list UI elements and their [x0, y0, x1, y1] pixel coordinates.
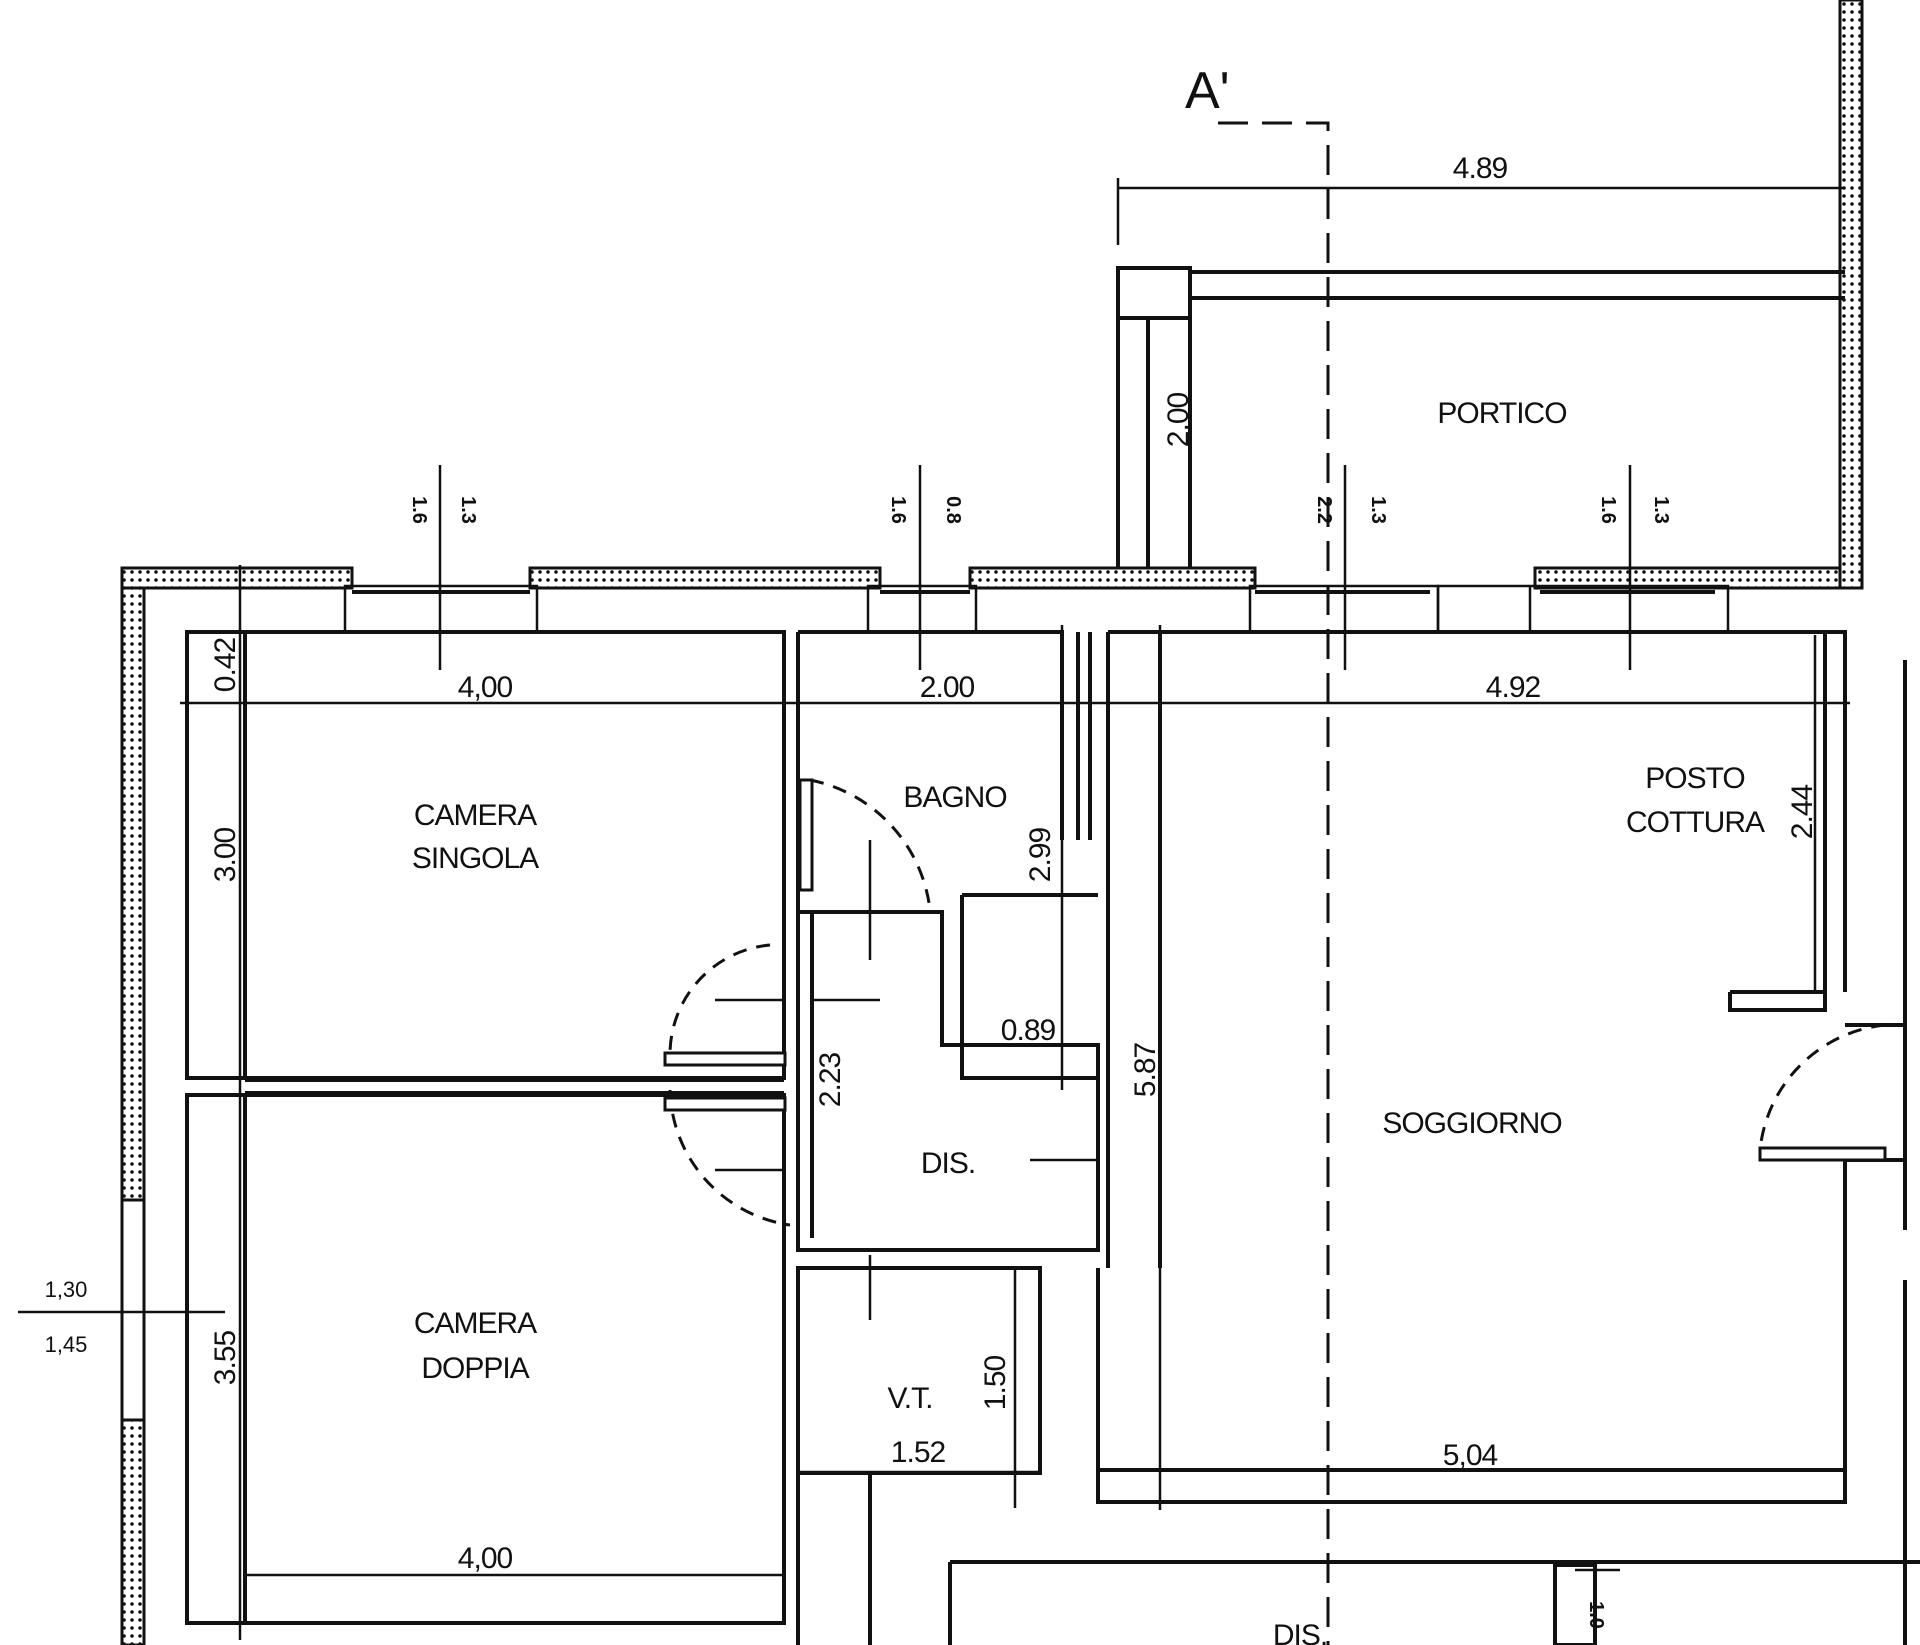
dim-dis-depth: 2.23: [814, 1052, 847, 1107]
dim-portico-width: 4.89: [1453, 152, 1508, 185]
labels: A' PORTICO CAMERA SINGOLA BAGNO POSTO CO…: [45, 62, 1819, 1645]
window-tag-2b: 0.8: [942, 496, 964, 524]
room-dis-center: DIS.: [921, 1147, 975, 1180]
dim-soggiorno-depth: 5.87: [1129, 1042, 1162, 1097]
room-posto-cottura-line2: COTTURA: [1626, 806, 1765, 839]
window-tag-3b: 1.3: [1367, 496, 1389, 524]
dim-posto-cottura-depth: 2.44: [1786, 784, 1819, 839]
windows-top: [343, 584, 1730, 634]
dim-camera-doppia-depth: 3.55: [209, 1330, 242, 1385]
dim-camera-singola-width: 4,00: [458, 671, 513, 704]
room-camera-singola-line2: SINGOLA: [412, 842, 539, 875]
exterior-walls: [120, 0, 1864, 1645]
window-tag-4b: 1.3: [1650, 496, 1672, 524]
dim-bagno-width: 2.00: [920, 671, 975, 704]
room-dis-bottom: DIS.: [1273, 1619, 1327, 1645]
portico-structure: [1116, 266, 1845, 568]
window-tag-5: 1.0: [1585, 1601, 1607, 1629]
dim-soggiorno-bottom-width: 5,04: [1443, 1439, 1498, 1472]
room-posto-cottura-line1: POSTO: [1645, 762, 1744, 795]
window-tag-1a: 1.6: [408, 496, 430, 524]
dim-window-upper: 1,30: [45, 1277, 88, 1302]
window-tag-4a: 1.6: [1597, 496, 1619, 524]
room-camera-singola-line1: CAMERA: [414, 799, 537, 832]
bagno-door-swing: [809, 778, 932, 911]
dim-portico-depth: 2.00: [1162, 392, 1195, 447]
dim-bagno-depth: 2.99: [1024, 827, 1057, 882]
camera-doppia-door-swing: [668, 1089, 791, 1227]
dim-wall-offset: 0.42: [209, 637, 242, 692]
room-bagno: BAGNO: [903, 781, 1006, 814]
dim-vt-depth: 1.50: [979, 1355, 1012, 1410]
dim-soggiorno-top-width: 4.92: [1486, 671, 1541, 704]
window-tag-2a: 1.6: [887, 496, 909, 524]
room-soggiorno: SOGGIORNO: [1382, 1107, 1561, 1140]
room-vt: V.T.: [888, 1382, 933, 1415]
camera-singola-door-swing: [668, 943, 771, 1056]
dim-step-width: 0.89: [1001, 1014, 1056, 1047]
room-portico: PORTICO: [1437, 397, 1566, 430]
dim-camera-singola-depth: 3.00: [209, 827, 242, 882]
dimension-lines: [18, 178, 1850, 1640]
door-swings: [663, 778, 1887, 1227]
dim-camera-doppia-width: 4,00: [458, 1542, 513, 1575]
soggiorno-door-swing: [1758, 1023, 1886, 1151]
dim-vt-width: 1.52: [891, 1436, 946, 1469]
dim-window-lower: 1,45: [45, 1332, 88, 1357]
section-marker: A': [1185, 62, 1230, 120]
interior-walls: [185, 630, 1920, 1645]
window-tag-1b: 1.3: [457, 496, 479, 524]
section-line: [1218, 121, 1330, 1645]
window-tag-3a: 2.2: [1313, 496, 1335, 524]
room-camera-doppia-line2: DOPPIA: [421, 1352, 529, 1385]
room-camera-doppia-line1: CAMERA: [414, 1307, 537, 1340]
